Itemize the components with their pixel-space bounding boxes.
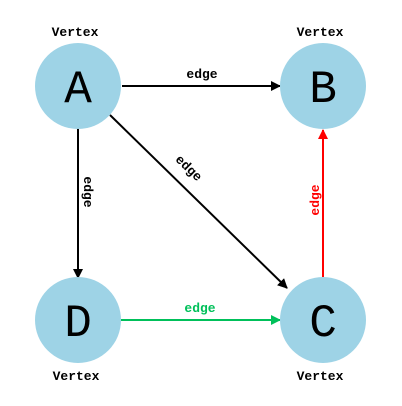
- node-circle-d: [35, 277, 121, 363]
- vertex-caption-d: Vertex: [53, 369, 100, 384]
- node-c: C Vertex: [280, 277, 366, 384]
- node-letter-a: A: [64, 64, 92, 116]
- vertex-caption-b: Vertex: [297, 25, 344, 40]
- node-letter-d: D: [64, 298, 92, 350]
- nodes: Vertex A Vertex B C Vertex D Vertex: [35, 25, 366, 384]
- vertex-caption-a: Vertex: [52, 25, 99, 40]
- edge-a-c: [109, 114, 288, 289]
- edge-label-d-c: edge: [184, 301, 215, 316]
- edge-label-a-d: edge: [80, 176, 95, 207]
- node-b: Vertex B: [280, 25, 366, 129]
- edge-label-a-b: edge: [186, 67, 217, 82]
- node-circle-a: [35, 43, 121, 129]
- node-letter-b: B: [309, 64, 337, 116]
- node-letter-c: C: [309, 298, 337, 350]
- node-d: D Vertex: [35, 277, 121, 384]
- node-circle-c: [280, 277, 366, 363]
- node-a: Vertex A: [35, 25, 121, 129]
- node-circle-b: [280, 43, 366, 129]
- edge-label-c-b: edge: [308, 184, 323, 215]
- vertex-caption-c: Vertex: [297, 369, 344, 384]
